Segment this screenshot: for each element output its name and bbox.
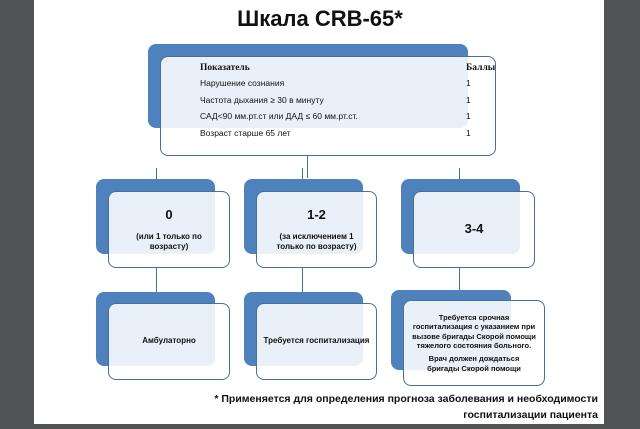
criteria-name: Нарушение сознания — [200, 78, 285, 89]
criteria-row: Возраст старше 65 лет 1 — [200, 125, 490, 142]
score-note: (или 1 только по возрасту) — [136, 231, 202, 251]
action-box-3-4: Требуется срочная госпитализация с указа… — [403, 300, 545, 386]
score-value: 0 — [165, 206, 173, 222]
criteria-score: 1 — [466, 94, 471, 105]
header-name: Показатель — [200, 62, 250, 73]
criteria-score: 1 — [466, 111, 471, 122]
score-box-0: 0 (или 1 только по возрасту) — [108, 191, 230, 268]
criteria-row: САД<90 мм.рт.ст или ДАД ≤ 60 мм.рт.ст. 1 — [200, 108, 490, 125]
connector — [459, 268, 460, 290]
criteria-box — [160, 56, 496, 156]
score-note: (за исключением 1 только по возрасту) — [276, 231, 357, 251]
action-text: Требуется госпитализация — [263, 336, 370, 346]
connector — [156, 168, 157, 180]
action-text: Амбулаторно — [142, 336, 196, 346]
slide-title: Шкала CRB-65* — [237, 6, 403, 31]
action-text-2: Врач должен дождаться бригады Скорой пом… — [427, 354, 521, 373]
connector — [459, 168, 460, 180]
score-box-1-2: 1-2 (за исключением 1 только по возрасту) — [256, 191, 377, 268]
action-text: Требуется срочная госпитализация с указа… — [412, 312, 536, 350]
footnote-line1: * Применяется для определения прогноза з… — [214, 393, 598, 405]
criteria-name: САД<90 мм.рт.ст или ДАД ≤ 60 мм.рт.ст. — [200, 111, 358, 122]
action-box-1-2: Требуется госпитализация — [256, 303, 377, 380]
score-box-3-4: 3-4 — [413, 191, 535, 268]
action-box-0: Амбулаторно — [108, 303, 230, 380]
criteria-score: 1 — [466, 127, 471, 138]
header-score: Баллы — [466, 62, 496, 73]
criteria-table: Показатель Баллы Нарушение сознания 1 Част… — [200, 60, 496, 142]
connector — [307, 156, 308, 178]
connector — [302, 168, 303, 180]
score-value: 1-2 — [307, 206, 326, 222]
criteria-name: Возраст старше 65 лет — [200, 127, 291, 138]
criteria-row: Частота дыхания ≥ 30 в минуту 1 — [200, 92, 490, 109]
connector — [156, 268, 157, 292]
criteria-header: Показатель Баллы — [200, 60, 496, 75]
footnote-line2: госпитализации пациента — [463, 409, 598, 421]
score-value: 3-4 — [464, 221, 484, 237]
connector — [302, 268, 303, 292]
criteria-score: 1 — [466, 78, 471, 89]
criteria-row: Нарушение сознания 1 — [200, 75, 490, 92]
criteria-name: Частота дыхания ≥ 30 в минуту — [200, 94, 324, 105]
